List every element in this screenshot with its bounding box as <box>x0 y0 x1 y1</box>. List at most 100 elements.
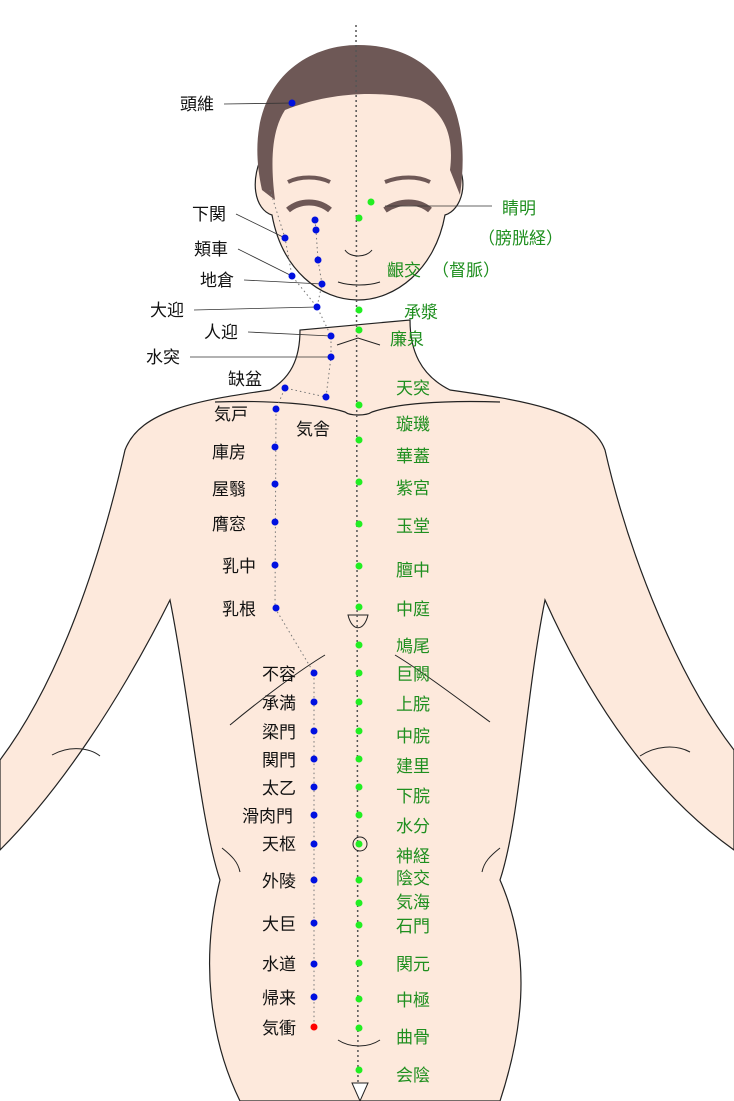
conception-point <box>355 698 363 706</box>
leader-line <box>193 306 318 311</box>
stomach-point <box>310 919 318 927</box>
leader-line <box>247 331 332 337</box>
clavicle <box>214 400 501 416</box>
left-eyebrow <box>286 199 332 213</box>
rib-left <box>229 654 326 726</box>
stomach-point <box>310 755 318 763</box>
conception-point <box>355 520 363 528</box>
mouth <box>337 281 381 286</box>
conception-point-label: 中庭 <box>396 600 430 620</box>
leader-line <box>235 213 286 239</box>
stomach-point-label: 気戸 <box>214 405 248 425</box>
conception-point <box>355 326 363 334</box>
stomach-point <box>310 876 318 884</box>
torso <box>0 319 734 1101</box>
conception-point-label: 曲骨 <box>396 1028 430 1048</box>
stomach-point <box>271 518 279 526</box>
conception-point-label: 気海 <box>396 893 430 913</box>
stomach-point-label: 乳根 <box>222 600 256 620</box>
conception-point-label: 紫宮 <box>396 479 430 499</box>
conception-point-label: 鳩尾 <box>396 637 430 657</box>
stomach-point <box>318 280 326 288</box>
stomach-point <box>327 332 335 340</box>
perineum-mark <box>351 1082 369 1101</box>
stomach-face-point <box>311 216 319 224</box>
adams-apple <box>336 337 381 346</box>
conception-point <box>355 1024 363 1032</box>
stomach-point-label: 頭維 <box>180 95 214 115</box>
stomach-point-label: 下関 <box>192 205 226 225</box>
stomach-point <box>281 384 289 392</box>
conception-point <box>355 755 363 763</box>
right-hip <box>481 847 501 873</box>
stomach-point <box>281 234 289 242</box>
yinjiao-meridian-label: （督脈） <box>432 261 500 281</box>
conception-point <box>355 306 363 314</box>
conception-point-label: 承漿 <box>404 303 438 323</box>
stomach-face-point <box>312 226 320 234</box>
stomach-point-label: 膺窓 <box>212 515 246 535</box>
stomach-point <box>310 669 318 677</box>
stomach-point <box>271 443 279 451</box>
conception-point <box>355 840 363 848</box>
stomach-face-point <box>314 256 322 264</box>
stomach-point <box>327 353 335 361</box>
conception-point-label: 下脘 <box>396 787 430 807</box>
conception-point-label: 璇璣 <box>396 415 430 435</box>
conception-point-label: 中極 <box>396 991 430 1011</box>
stomach-point-label: 天枢 <box>262 835 296 855</box>
stomach-point-label: 滑肉門 <box>242 807 293 827</box>
conception-point-label: 石門 <box>396 917 430 937</box>
conception-point <box>355 811 363 819</box>
nose <box>344 249 373 257</box>
conception-point-label: 膻中 <box>396 560 430 581</box>
stomach-point <box>310 698 318 706</box>
stomach-point <box>288 99 296 107</box>
jingming-label: 睛明 <box>502 199 536 219</box>
conception-point-label: 上脘 <box>396 695 430 715</box>
jingming-point <box>367 198 375 206</box>
conception-point <box>355 478 363 486</box>
jingming-meridian-label: （膀胱経） <box>478 229 563 249</box>
conception-point-label: 陰交 <box>396 869 430 889</box>
rib-right <box>394 654 491 723</box>
conception-point-label: 華蓋 <box>396 447 430 467</box>
stomach-point-label: 人迎 <box>204 323 238 343</box>
conception-point <box>355 959 363 967</box>
stomach-meridian-path <box>269 189 332 1027</box>
conception-point <box>355 641 363 649</box>
stomach-point <box>310 840 318 848</box>
conception-point-label: 廉泉 <box>390 330 424 350</box>
stomach-point <box>310 993 318 1001</box>
stomach-point-label: 不容 <box>262 665 296 685</box>
conception-point <box>355 995 363 1003</box>
conception-point-label: 巨闕 <box>396 665 430 685</box>
stomach-point <box>310 727 318 735</box>
hair <box>257 45 463 200</box>
stomach-meridian-face-path <box>314 219 323 308</box>
stomach-point-label: 関門 <box>262 751 296 771</box>
stomach-point-label: 気舎 <box>296 420 330 440</box>
stomach-point-label: 屋翳 <box>212 480 246 500</box>
stomach-point <box>271 480 279 488</box>
stomach-point-label: 気衝 <box>262 1019 296 1039</box>
conception-point-label: 建里 <box>396 757 430 777</box>
yinjiao-point <box>355 214 363 222</box>
conception-point <box>355 899 363 907</box>
leader-line <box>243 279 323 285</box>
stomach-point <box>313 303 321 311</box>
stomach-point <box>310 811 318 819</box>
conception-point-label: 神経 <box>396 847 430 867</box>
stomach-point <box>310 960 318 968</box>
conception-point <box>355 921 363 929</box>
leader-line <box>223 102 293 105</box>
conception-point <box>355 669 363 677</box>
right-eyebrow <box>383 199 432 213</box>
left-eye-brow-upper <box>287 175 331 184</box>
navel <box>352 836 368 852</box>
yinjiao-label: 齦交 <box>387 261 421 281</box>
stomach-point-label: 缺盆 <box>228 370 262 390</box>
conception-point-label: 玉堂 <box>396 517 430 537</box>
conception-point <box>355 401 363 409</box>
